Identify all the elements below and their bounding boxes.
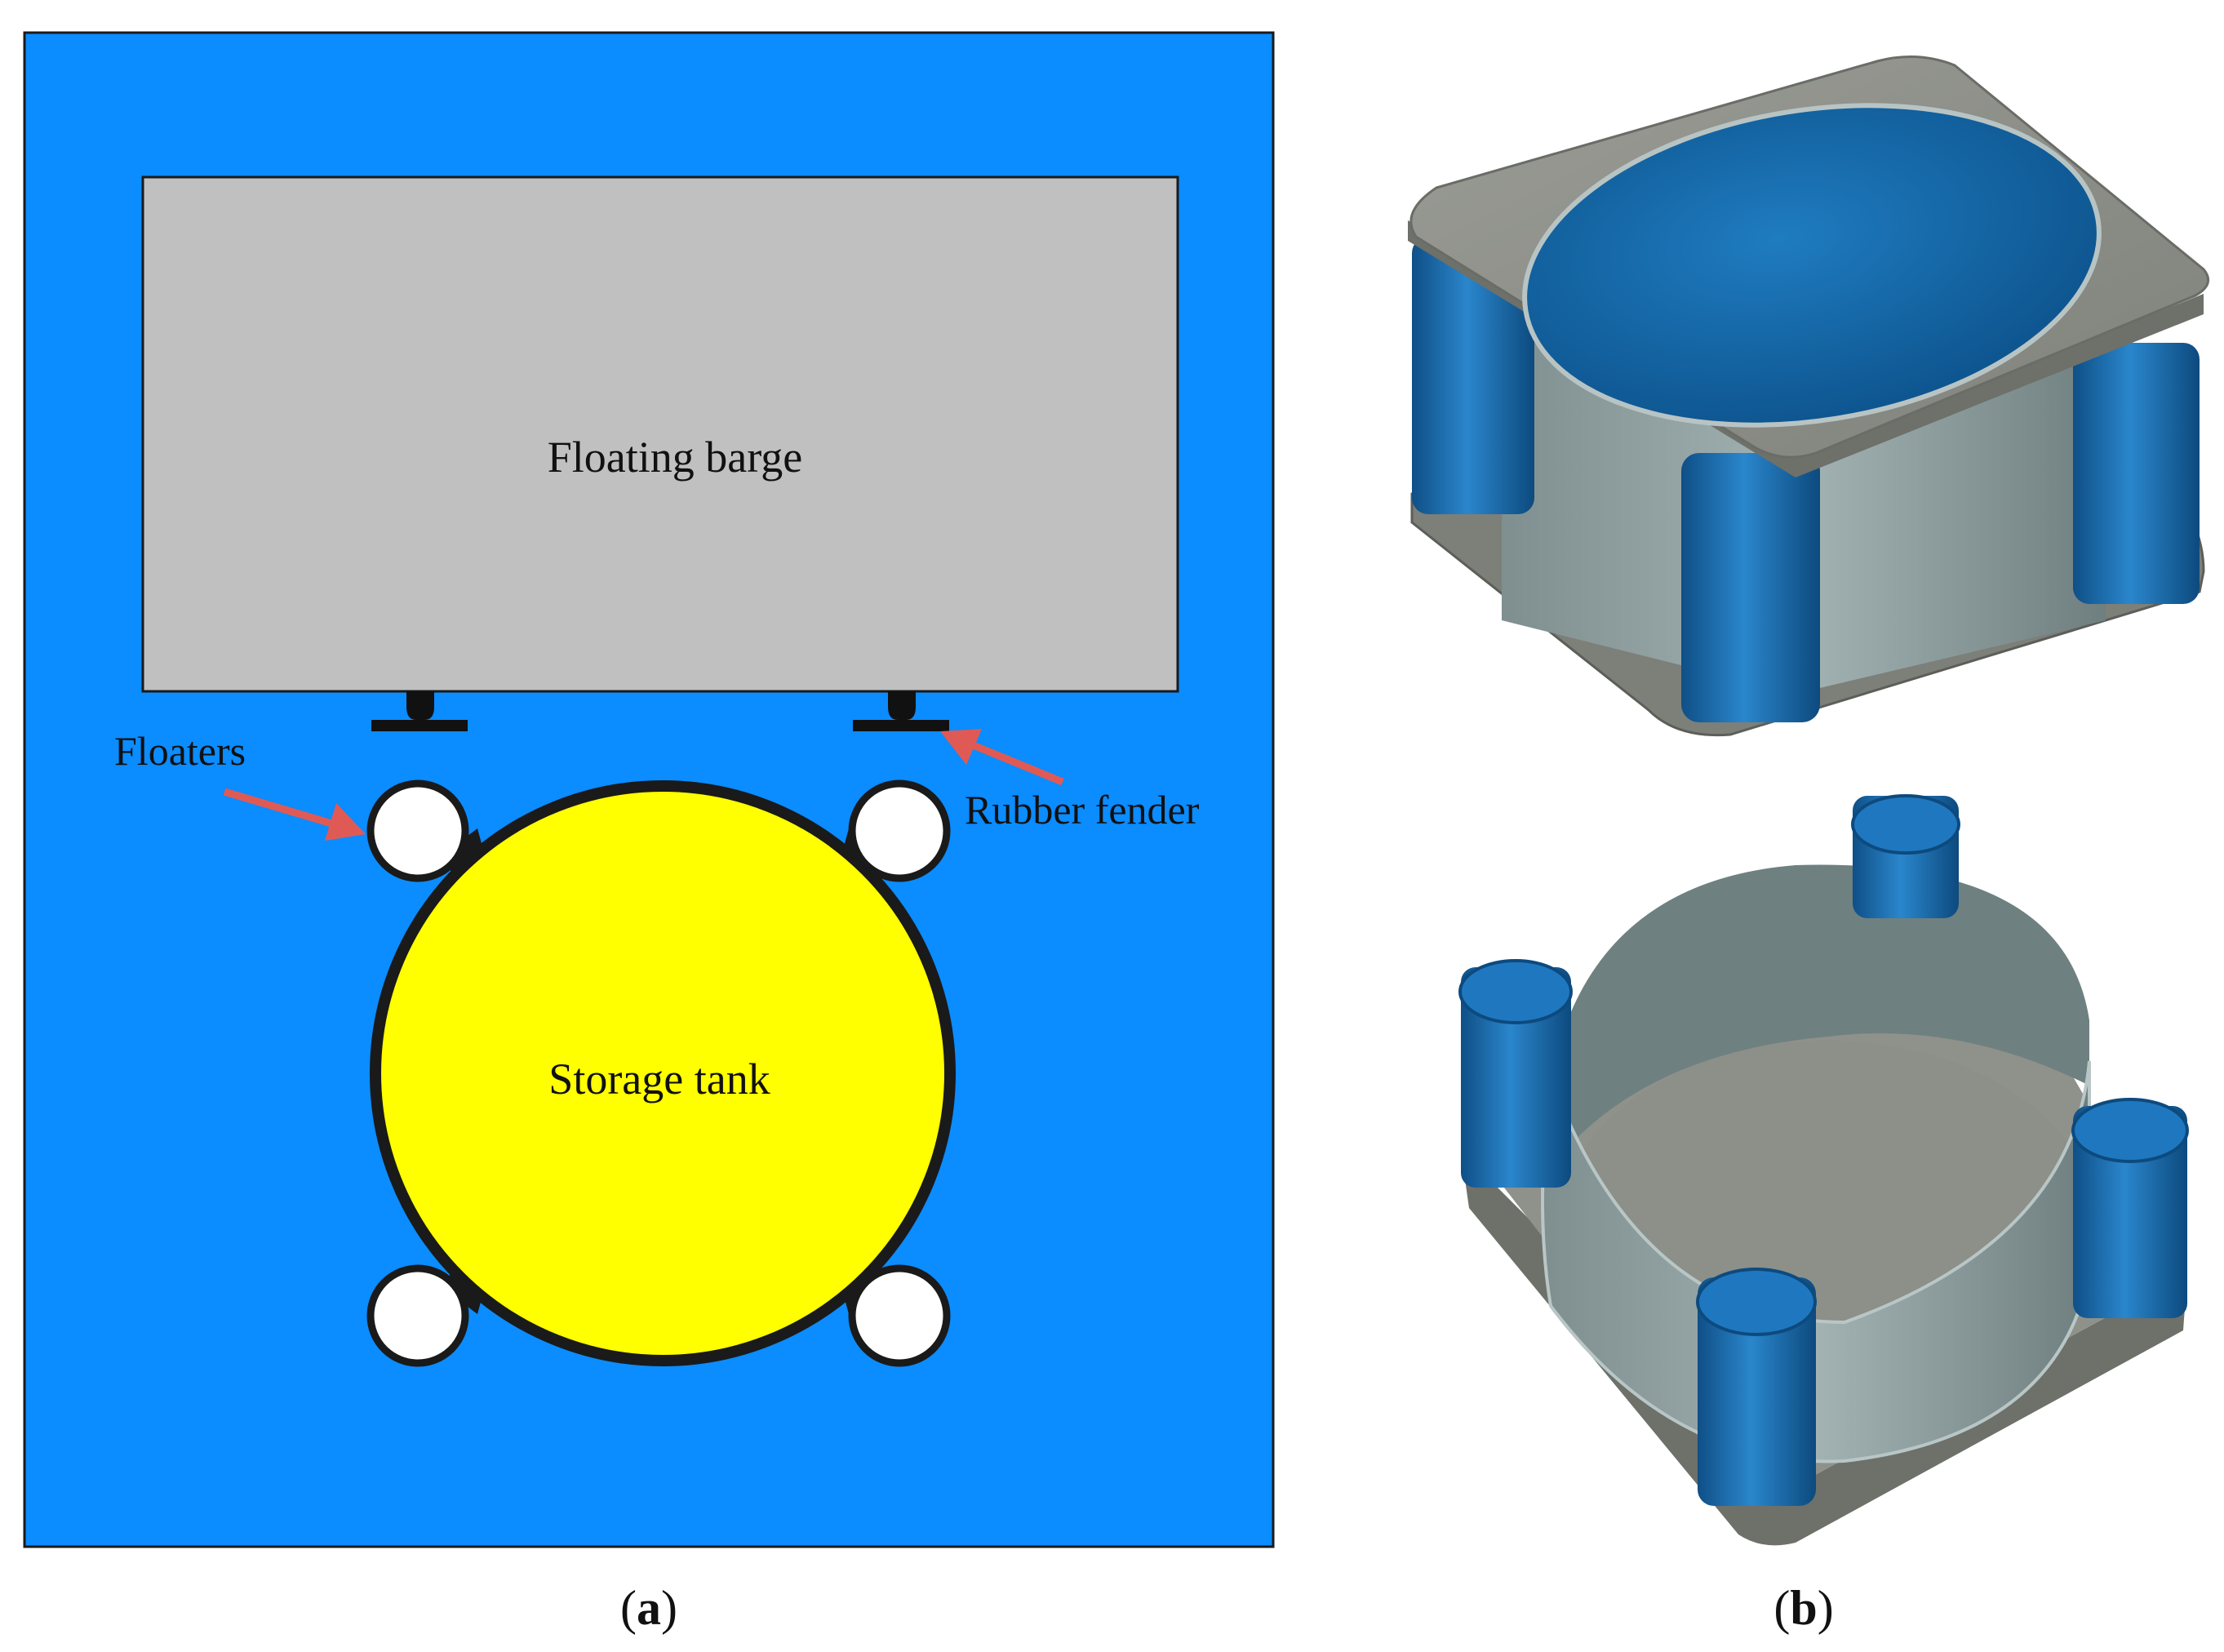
floater-bottom-left	[366, 1264, 469, 1367]
tank-label: Storage tank	[548, 1055, 770, 1104]
floater-bottom-right	[848, 1264, 951, 1367]
floater-right-top	[2071, 1098, 2189, 1163]
rubber-fender-right	[853, 691, 949, 731]
tank-water-opening	[1522, 103, 2102, 428]
floater-column-front	[1681, 453, 1820, 722]
barge-label: Floating barge	[548, 433, 802, 482]
floater-left-top	[1458, 959, 1573, 1024]
caption-a: (a)	[620, 1581, 677, 1635]
panel-b: (b)	[1408, 56, 2210, 1635]
storage-tank	[370, 780, 956, 1366]
floater-column-right	[2073, 343, 2200, 604]
model-bottom	[1458, 794, 2189, 1546]
floater-top-left	[366, 779, 469, 882]
tank-wall-back	[1551, 864, 2089, 1167]
fender-label: Rubber fender	[965, 787, 1200, 833]
floater-left	[1461, 967, 1571, 1188]
floater-top-right	[848, 779, 951, 882]
floater-back-right-top	[1851, 794, 1960, 855]
floaters-label: Floaters	[114, 728, 246, 774]
model-top	[1408, 56, 2210, 737]
fender-arrow	[940, 729, 1064, 786]
floaters-arrow	[223, 788, 366, 841]
rubber-fender-left	[371, 691, 468, 731]
caption-b: (b)	[1773, 1581, 1833, 1635]
floater-column-left	[1412, 237, 1534, 514]
panel-a: Floating barge Storage tank Floaters	[23, 31, 1275, 1635]
floating-barge	[141, 175, 1179, 693]
floater-front-top	[1696, 1268, 1817, 1336]
floater-front	[1698, 1277, 1816, 1506]
